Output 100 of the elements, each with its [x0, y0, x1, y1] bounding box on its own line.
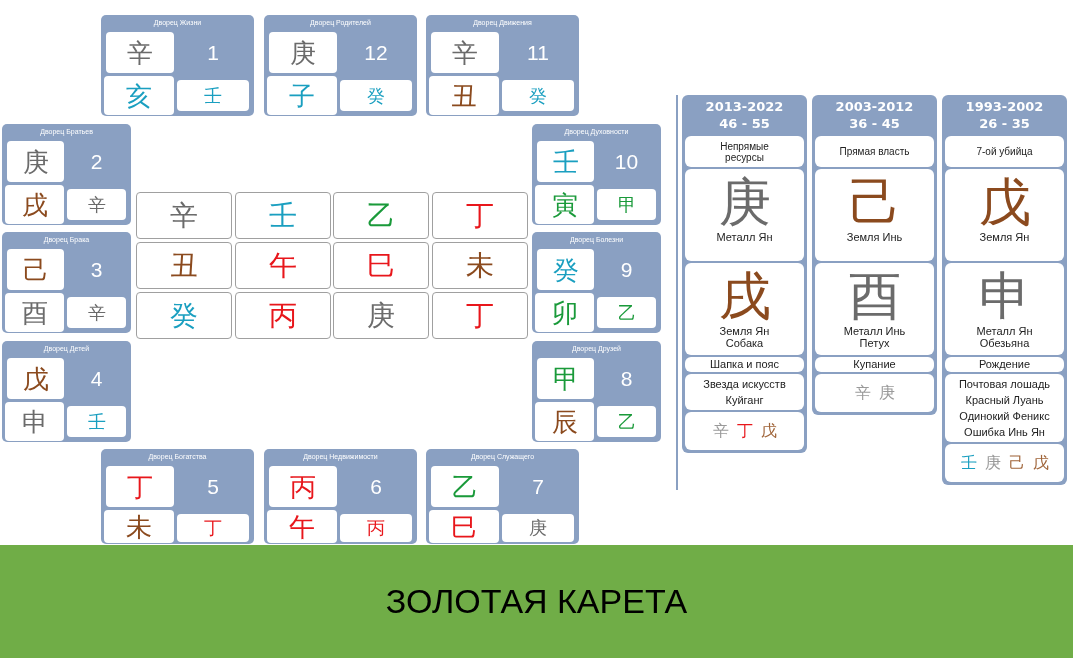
- character-tile: 辛: [67, 189, 126, 220]
- palace-card: [426, 449, 579, 544]
- character-tile: 丑: [429, 76, 499, 115]
- palace-card: [264, 15, 417, 116]
- character-tile: 甲: [537, 358, 594, 399]
- title-banner: ЗОЛОТАЯ КАРЕТА: [0, 545, 1073, 658]
- character-tile: 壬: [67, 406, 126, 437]
- character-tile: 癸: [340, 80, 412, 111]
- character-tile: 卯: [535, 293, 594, 332]
- palace-number: 12: [363, 42, 389, 63]
- character-tile: 壬: [234, 192, 331, 239]
- hidden-stem-character: 辛: [854, 385, 871, 401]
- hidden-stem-character: 戊: [1032, 455, 1049, 471]
- character-tile: 庚: [269, 32, 337, 73]
- character-tile: 亥: [104, 76, 174, 115]
- ten-god-label: 7-ой убийца: [975, 146, 1034, 157]
- character-tile: 壬: [177, 80, 249, 111]
- character-tile: 壬: [537, 141, 594, 182]
- character-tile: 巳: [429, 510, 499, 543]
- character-tile: 未: [104, 510, 174, 543]
- character-tile: 酉: [5, 293, 64, 332]
- character-tile: 辰: [535, 402, 594, 441]
- character-tile: 辛: [431, 32, 499, 73]
- palace-card: [2, 124, 131, 225]
- character-tile: 乙: [597, 297, 656, 328]
- character-tile: 未: [431, 242, 528, 289]
- character-tile: 戊: [7, 358, 64, 399]
- life-stage-label: Шапка и пояс: [709, 358, 780, 371]
- character-tile: 丑: [136, 242, 232, 289]
- palace-number: 6: [369, 476, 383, 497]
- palace-card: [2, 232, 131, 333]
- element-label: Собака: [725, 337, 764, 349]
- star-label: Ошибка Инь Ян: [964, 425, 1045, 440]
- element-label: Металл Ян: [716, 231, 773, 243]
- year-range: 2013-2022: [705, 98, 784, 115]
- character-tile: 丁: [177, 514, 249, 542]
- character-tile: 午: [234, 242, 331, 289]
- palace-card: [532, 124, 661, 225]
- character-tile: 庚: [502, 514, 574, 542]
- character-tile: 巳: [333, 242, 429, 289]
- character-tile: 庚: [7, 141, 64, 182]
- palace-card: [2, 341, 131, 442]
- character-tile: 丁: [431, 292, 528, 339]
- character-tile: 癸: [136, 292, 232, 339]
- character-tile: 申: [5, 402, 64, 441]
- life-stage-label: Рождение: [978, 358, 1031, 371]
- element-label: Металл Ян: [976, 325, 1033, 337]
- character-tile: 己: [7, 249, 64, 290]
- palace-card: [101, 449, 254, 544]
- luck-pillar-column: [812, 95, 937, 415]
- age-range: 36 - 45: [849, 115, 900, 132]
- large-character: 戌: [718, 267, 771, 325]
- year-range: 2003-2012: [835, 98, 914, 115]
- large-character: 庚: [718, 173, 771, 231]
- character-tile: 丙: [234, 292, 331, 339]
- ten-god-label: Прямая власть: [838, 146, 911, 157]
- character-tile: 寅: [535, 185, 594, 224]
- character-tile: 辛: [67, 297, 126, 328]
- hidden-stem-character: 辛: [712, 423, 729, 439]
- star-label: Куйганг: [725, 393, 764, 408]
- element-label: Земля Ян: [979, 231, 1030, 243]
- character-tile: 午: [267, 510, 337, 543]
- palace-card: [101, 15, 254, 116]
- palace-number: 3: [89, 259, 104, 280]
- character-tile: 乙: [597, 406, 656, 437]
- palace-number: 11: [526, 42, 550, 63]
- element-label: Обезьяна: [979, 337, 1030, 349]
- hidden-stem-character: 庚: [878, 385, 895, 401]
- character-tile: 辛: [136, 192, 232, 239]
- character-tile: 丁: [431, 192, 528, 239]
- large-character: 己: [848, 173, 901, 231]
- character-tile: 丙: [340, 514, 412, 542]
- age-range: 26 - 35: [979, 115, 1030, 132]
- hidden-stem-character: 己: [1008, 455, 1025, 471]
- hidden-stem-character: 丁: [736, 423, 753, 439]
- star-label: Одинокий Феникс: [959, 409, 1050, 424]
- character-tile: 丙: [269, 466, 337, 507]
- palace-number: 1: [206, 42, 220, 63]
- element-label: Петух: [859, 337, 890, 349]
- character-tile: 癸: [502, 80, 574, 111]
- palace-card: [532, 341, 661, 442]
- character-tile: 辛: [106, 32, 174, 73]
- ten-god-label: Непрямые ресурсы: [719, 140, 770, 163]
- character-tile: 丁: [106, 466, 174, 507]
- life-stage-label: Купание: [853, 358, 896, 371]
- character-tile: 乙: [431, 466, 499, 507]
- palace-number: 10: [613, 151, 640, 172]
- character-tile: 庚: [333, 292, 429, 339]
- luck-pillar-column: [942, 95, 1067, 485]
- element-label: Земля Инь: [846, 231, 903, 243]
- character-tile: 戌: [5, 185, 64, 224]
- large-character: 申: [978, 267, 1031, 325]
- element-label: Металл Инь: [843, 325, 906, 337]
- large-character: 酉: [848, 267, 901, 325]
- year-range: 1993-2002: [965, 98, 1044, 115]
- hidden-stem-character: 戊: [760, 423, 777, 439]
- palace-number: 9: [619, 259, 634, 280]
- star-label: Звезда искусств: [703, 377, 786, 392]
- element-label: Земля Ян: [719, 325, 770, 337]
- hidden-stem-character: 庚: [984, 455, 1001, 471]
